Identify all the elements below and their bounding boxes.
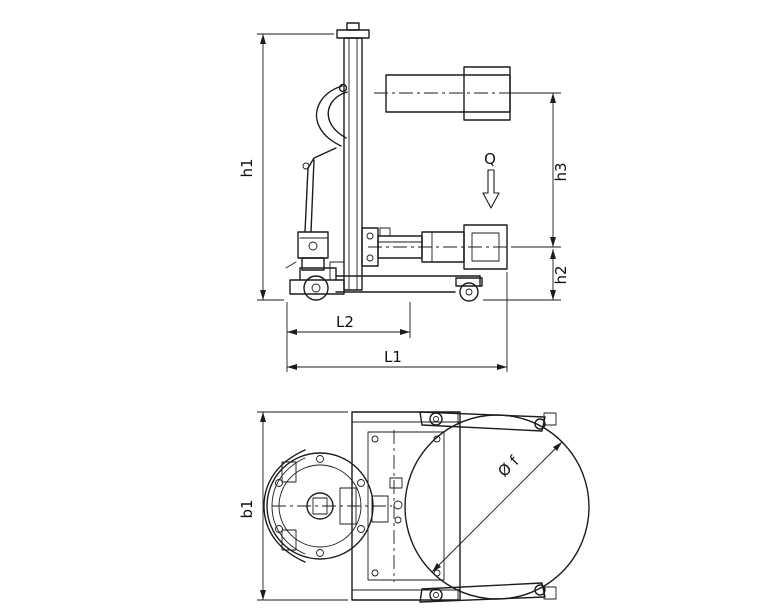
load-arrow: Q xyxy=(482,150,500,209)
chassis xyxy=(351,411,461,601)
dim-label-b1: b1 xyxy=(238,499,256,518)
dim-label-h1: h1 xyxy=(238,158,256,177)
dim-label-l2: L2 xyxy=(336,313,354,331)
pump-unit xyxy=(285,147,345,281)
front-wheel xyxy=(303,275,329,301)
mast xyxy=(336,22,370,291)
dimension-l1: L1 xyxy=(287,272,508,372)
down-arrow-icon xyxy=(482,169,500,209)
dim-label-h3: h3 xyxy=(552,162,570,181)
dim-label-q: Q xyxy=(484,150,496,168)
tiller-handle xyxy=(315,83,348,147)
clamp-arm-top xyxy=(419,411,557,432)
roll-raised-phantom xyxy=(374,66,550,121)
dim-label-l1: L1 xyxy=(384,348,402,366)
dimension-h2: h2 xyxy=(483,249,570,301)
dimension-l2: L2 xyxy=(286,302,411,372)
dimension-h3: h3 xyxy=(512,92,570,248)
dim-label-phi-f: Ø f xyxy=(494,452,523,481)
dimension-roll-diameter: Ø f xyxy=(431,441,563,573)
clamp-arm-bottom xyxy=(419,582,557,603)
dimension-b1: b1 xyxy=(238,411,348,601)
rotator-flange xyxy=(263,449,392,563)
base-frame xyxy=(289,267,481,295)
plan-view: b1 Ø f xyxy=(238,411,590,603)
rear-caster-wheel xyxy=(455,277,483,302)
clamp-arm-lowered xyxy=(361,224,545,270)
side-view: Q h1 h3 h2 xyxy=(238,22,570,372)
dimension-h1: h1 xyxy=(238,33,334,301)
dim-label-h2: h2 xyxy=(552,265,570,284)
